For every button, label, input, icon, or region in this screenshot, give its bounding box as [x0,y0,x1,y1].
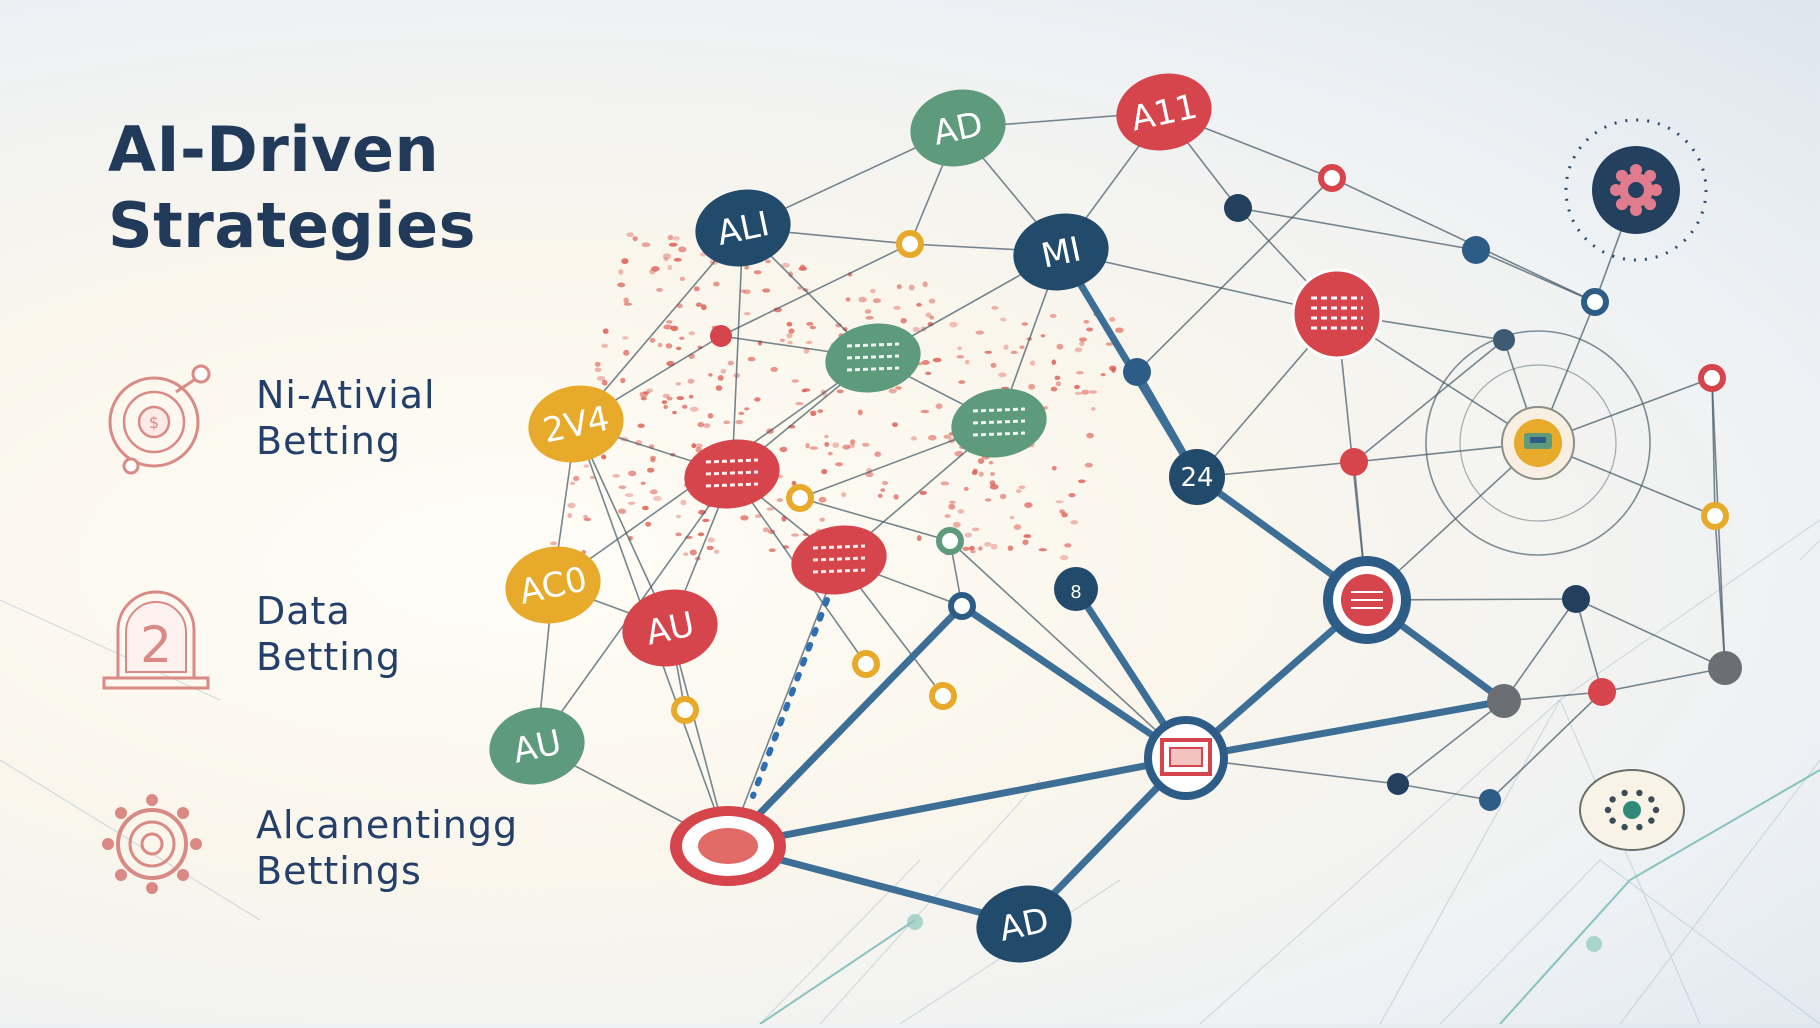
glyph-node-red-2[interactable] [786,518,892,602]
network-node-mi[interactable]: MI [1006,205,1116,299]
coin-icon: $ [108,364,211,475]
page-title-line-2: Strategies [108,189,476,262]
junction-node[interactable] [1387,773,1409,795]
pattern-badge-node[interactable] [1579,769,1685,851]
junction-node[interactable] [1479,789,1501,811]
strategy-item-3[interactable]: Alcanentingg Bettings [96,792,566,922]
hub-node[interactable] [1323,556,1411,644]
junction-node[interactable] [1340,448,1368,476]
number-badge-text: 2 [140,616,172,674]
strategy-label-1: Ni-Ativial Betting [256,372,436,464]
network-node-a11[interactable]: A11 [1109,65,1219,159]
junction-node[interactable] [1708,651,1742,685]
target-node[interactable] [670,806,786,886]
network-node-ad-top[interactable]: AD [903,81,1013,175]
strategy-label-2-line-1: Data [256,589,351,633]
junction-node[interactable] [786,484,814,512]
screen-node[interactable] [1144,716,1228,800]
network-node-z4[interactable]: 2V4 [521,377,631,471]
junction-node[interactable] [852,650,880,678]
network-node-n24[interactable]: 24 [1169,449,1225,505]
strategy-label-2: Data Betting [256,588,401,680]
junction-node[interactable] [1588,678,1616,706]
strategy-label-3-line-1: Alcanentingg [256,803,519,847]
glyph-node-red-1[interactable] [679,432,785,516]
network-node-small8[interactable]: 8 [1054,567,1098,611]
strategy-item-1[interactable]: $ Ni-Ativial Betting [96,362,566,492]
sidebar: AI-Driven Strategies $ Ni-Ativial Bettin… [0,0,560,1024]
junction-node[interactable] [1698,364,1726,392]
gear-icon[interactable] [1564,118,1708,262]
junction-node[interactable] [1123,358,1151,386]
junction-node[interactable] [936,527,964,555]
strategy-label-3: Alcanentingg Bettings [256,802,518,894]
photo-node[interactable] [1501,406,1575,480]
gear-target-icon [102,794,202,894]
network-node-au-red[interactable]: AU [615,581,725,675]
number-badge-icon: 2 [102,590,210,690]
glyph-node-green-2[interactable] [946,381,1052,465]
junction-node[interactable] [1487,684,1521,718]
junction-node[interactable] [1462,236,1490,264]
network-node-au-green[interactable]: AU [482,699,592,793]
network-node-ad-bottom[interactable]: AD [969,877,1079,971]
network-node-label: 8 [1070,582,1081,603]
junction-node[interactable] [1318,164,1346,192]
junction-node[interactable] [671,696,699,724]
glyph-node-green-1[interactable] [820,316,926,400]
strategy-label-2-line-2: Betting [256,635,402,679]
pattern-node[interactable] [1291,268,1383,360]
strategy-label-3-line-2: Bettings [256,849,422,893]
strategy-item-2[interactable]: 2 Data Betting [96,578,566,708]
page-title: AI-Driven Strategies [108,112,476,264]
network-node-label: MI [1038,229,1085,276]
junction-node[interactable] [1701,502,1729,530]
network-node-label: AU [509,722,564,771]
junction-node[interactable] [1562,585,1590,613]
junction-node[interactable] [1581,288,1609,316]
junction-node[interactable] [1224,194,1252,222]
strategy-label-1-line-2: Betting [256,419,402,463]
network-node-ali[interactable]: ALI [688,181,798,275]
strategy-label-1-line-1: Ni-Ativial [256,373,436,417]
svg-text:$: $ [149,413,159,432]
junction-node[interactable] [1493,329,1515,351]
page-title-line-1: AI-Driven [108,113,440,186]
junction-node[interactable] [948,592,976,620]
network-node-label: 24 [1180,463,1213,493]
junction-node[interactable] [896,230,924,258]
network-node-ac[interactable]: AC0 [498,538,608,632]
network-node-label: AU [642,604,697,653]
junction-node[interactable] [710,325,732,347]
junction-node[interactable] [929,682,957,710]
